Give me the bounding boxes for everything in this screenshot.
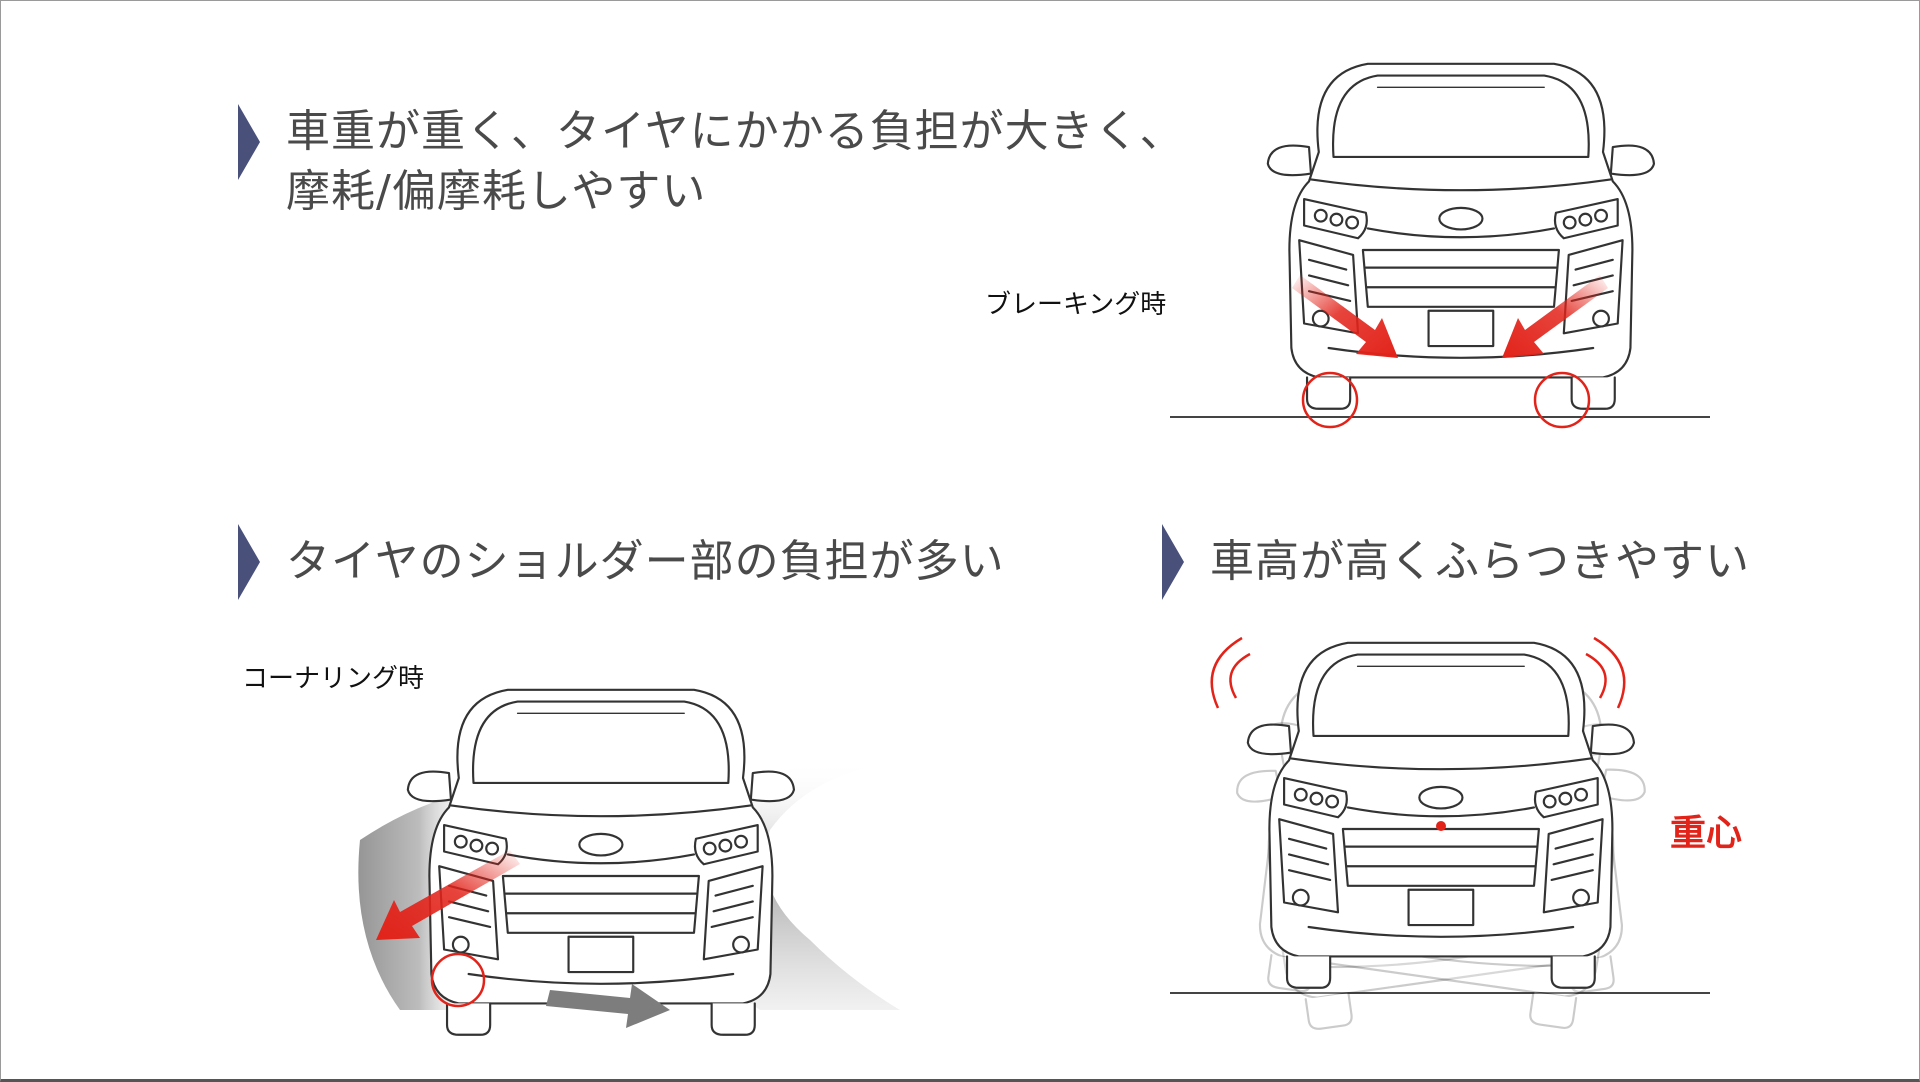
braking-diagram bbox=[1170, 62, 1710, 429]
heading-sway: 車高が高くふらつきやすい bbox=[1160, 522, 1750, 602]
heading-shoulder-text: タイヤのショルダー部の負担が多い bbox=[286, 536, 1005, 587]
tire-highlight-circle bbox=[1533, 371, 1591, 429]
tire-highlight-circle bbox=[430, 952, 486, 1008]
caption-braking: ブレーキング時 bbox=[985, 290, 1167, 320]
force-arrow-right bbox=[1502, 275, 1608, 358]
car-front-illustration bbox=[1246, 641, 1636, 989]
chevron-right-icon bbox=[238, 104, 260, 180]
force-arrow-left bbox=[376, 850, 520, 940]
direction-arrow bbox=[546, 984, 670, 1028]
heading-sway-text: 車高が高くふらつきやすい bbox=[1210, 536, 1750, 587]
heading-wear: 車重が重く、タイヤにかかる負担が大きく、 摩耗/偏摩耗しやすい bbox=[236, 102, 1185, 222]
sway-wave-left bbox=[1210, 636, 1251, 709]
heading-shoulder: タイヤのショルダー部の負担が多い bbox=[236, 522, 1005, 602]
force-arrow-left bbox=[1292, 275, 1398, 358]
heading-wear-text: 車重が重く、タイヤにかかる負担が大きく、 摩耗/偏摩耗しやすい bbox=[286, 102, 1185, 222]
center-of-gravity-label: 重心 bbox=[1670, 813, 1743, 854]
caption-cornering: コーナリング時 bbox=[242, 664, 425, 694]
cornering-diagram bbox=[358, 688, 940, 1036]
center-of-gravity-dot bbox=[1436, 821, 1446, 831]
car-front-illustration bbox=[406, 688, 796, 1036]
sway-diagram bbox=[1170, 636, 1710, 1037]
chevron-right-icon bbox=[1162, 524, 1184, 600]
sway-wave-right bbox=[1585, 636, 1626, 709]
car-front-illustration bbox=[1266, 62, 1656, 410]
tire-highlight-circle bbox=[1301, 371, 1359, 429]
chevron-right-icon bbox=[238, 524, 260, 600]
heading-wear-line1: 車重が重く、タイヤにかかる負担が大きく、 bbox=[286, 106, 1185, 157]
heading-wear-line2: 摩耗/偏摩耗しやすい bbox=[286, 166, 707, 217]
